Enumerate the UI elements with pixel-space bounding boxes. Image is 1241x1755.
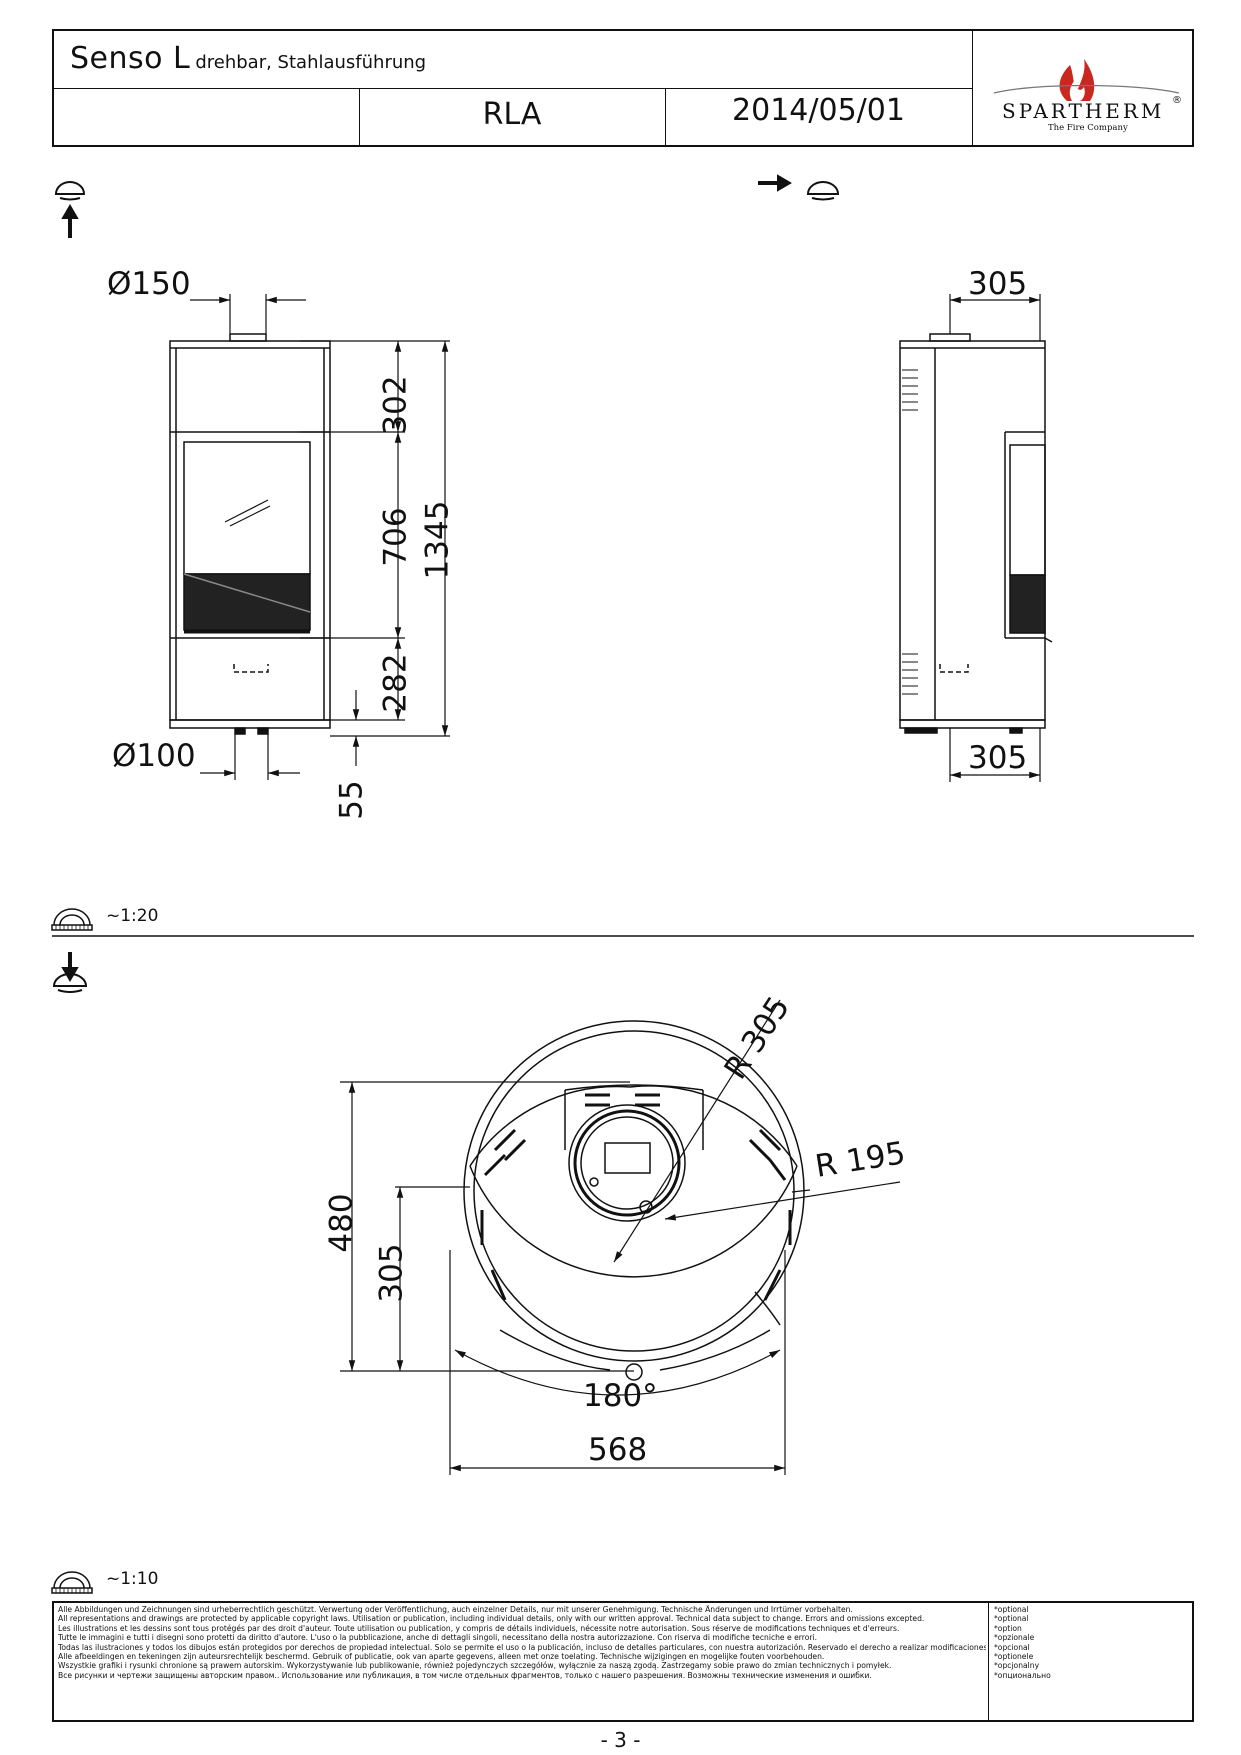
spartherm-logo: SPARTHERM ® The Fire Company [974,31,1194,145]
top-view-icon [52,952,88,993]
side-view-icon [758,174,840,201]
option-label: *option [994,1623,1022,1633]
dim-302: 302 [377,375,414,435]
legal-line: Wszystkie grafiki i rysunki chronione są… [58,1661,892,1671]
scale-icon-lower [51,1571,93,1594]
dim-282: 282 [377,653,414,713]
dim-side-top: 305 [968,266,1028,302]
front-view-drawing [169,333,331,735]
header-divider [665,88,666,145]
dim-width-568: 568 [588,1432,648,1468]
legal-divider [988,1603,989,1720]
front-view-icon [54,181,86,238]
drawing-code: RLA [482,97,542,132]
product-variant: drehbar, Stahlausführung [195,52,427,73]
dim-55: 55 [333,780,370,820]
legal-line: Todas las ilustraciones y todos los dibu… [58,1642,986,1652]
header-divider [54,88,972,89]
legal-line: All representations and drawings are pro… [58,1614,925,1624]
plan-dimensions [340,999,901,1475]
product-name: Senso L [70,41,191,76]
dim-side-bottom: 305 [968,740,1028,776]
legal-line: Tutte le immagini e tutti i disegni sono… [58,1633,818,1643]
dim-bottom-diameter: Ø100 [112,738,196,774]
copyright-text: Alle Abbildungen und Zeichnungen sind ur… [58,1605,986,1680]
dim-flue-diameter: Ø150 [107,266,191,302]
option-label: *опционально [994,1670,1051,1680]
header-divider [359,88,360,145]
front-dimensions [190,294,450,780]
scale-label-lower: ~1:10 [106,1569,159,1589]
page-number: - 3 - [600,1728,641,1752]
legal-line: Все рисунки и чертежи защищены авторским… [58,1670,872,1680]
header-divider [972,31,973,145]
dim-480: 480 [323,1193,360,1253]
title-block: Senso L drehbar, Stahlausführung RLA 201… [52,29,1194,147]
legal-notice: Alle Abbildungen und Zeichnungen sind ur… [52,1601,1194,1722]
option-label: *optionele [994,1652,1034,1662]
option-label: *opzionale [994,1633,1035,1643]
brand-tagline: The Fire Company [1048,123,1128,133]
side-view-drawing [899,333,1053,734]
dim-305-plan: 305 [373,1243,410,1303]
option-label: *optional [994,1614,1029,1624]
legal-line: Les illustrations et les dessins sont to… [58,1623,900,1633]
dim-1345: 1345 [419,500,456,580]
option-label: *opcjonalny [994,1661,1040,1671]
legal-line: Alle Abbildungen und Zeichnungen sind ur… [58,1605,853,1614]
dim-706: 706 [377,507,414,567]
option-label: *opcional [994,1642,1030,1652]
dim-rotation-angle: 180° [583,1378,658,1414]
drawing-date: 2014/05/01 [732,93,905,128]
legal-line: Alle afbeeldingen en tekeningen zijn aut… [58,1652,825,1662]
side-dimensions [949,294,1041,782]
document-title: Senso L drehbar, Stahlausführung [70,41,426,76]
brand-name: SPARTHERM [1002,99,1165,123]
option-label: *optional [994,1605,1029,1614]
scale-label-upper: ~1:20 [106,906,159,926]
registered-mark: ® [1172,95,1182,106]
flame-icon [993,59,1180,101]
scale-icon-upper [51,908,93,931]
option-legend: *optional *optional *option *opzionale *… [994,1605,1189,1680]
